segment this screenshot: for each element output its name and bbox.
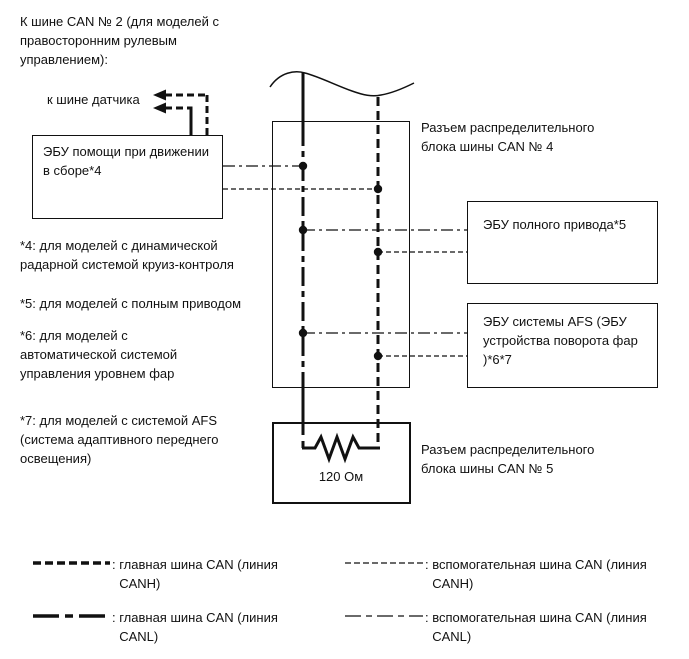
resistor-symbol (302, 432, 380, 464)
junction-dot (298, 161, 308, 171)
afs-ecu-box: ЭБУ системы AFS (ЭБУ устройства поворота… (467, 303, 658, 388)
junction-dot (298, 328, 308, 338)
footnote-4: *4: для моделей с динамической радарной … (20, 238, 234, 272)
junction-dot (373, 247, 383, 257)
footnote-5: *5: для моделей с полным приводом (20, 296, 242, 311)
can5-connector-label: Разъем распределительного блока шины CAN… (421, 442, 595, 476)
assist-ecu-box: ЭБУ помощи при движении в сборе*4 (32, 135, 223, 219)
legend-sub-canl-label: : вспомогательная шина CAN (линия CANL) (425, 610, 647, 644)
junction-dot (373, 184, 383, 194)
footnote-7: *7: для моделей с системой AFS (система … (20, 413, 219, 466)
legend-main-canh-label: : главная шина CAN (линия CANH) (112, 557, 278, 591)
junction-dot (373, 351, 383, 361)
bus-break-wave (269, 71, 415, 97)
can4-connector-label: Разъем распределительного блока шины CAN… (421, 120, 595, 154)
resistor-value-label: 120 Ом (318, 469, 364, 484)
legend-sub-canh-label: : вспомогательная шина CAN (линия CANH) (425, 557, 647, 591)
can4-junction-box (272, 121, 410, 388)
can5-junction-box (272, 422, 411, 504)
footnote-6: *6: для моделей с автоматической системо… (20, 328, 178, 381)
sensor-bus-canh-arrow (153, 89, 209, 136)
page-title: К шине CAN № 2 (для моделей с правосторо… (20, 14, 219, 67)
junction-dot (298, 225, 308, 235)
legend-main-canl-label: : главная шина CAN (линия CANL) (112, 610, 278, 644)
sensor-bus-label: к шине датчика (47, 92, 140, 107)
sensor-bus-canl-arrow (153, 102, 193, 136)
awd-ecu-box: ЭБУ полного привода*5 (467, 201, 658, 284)
